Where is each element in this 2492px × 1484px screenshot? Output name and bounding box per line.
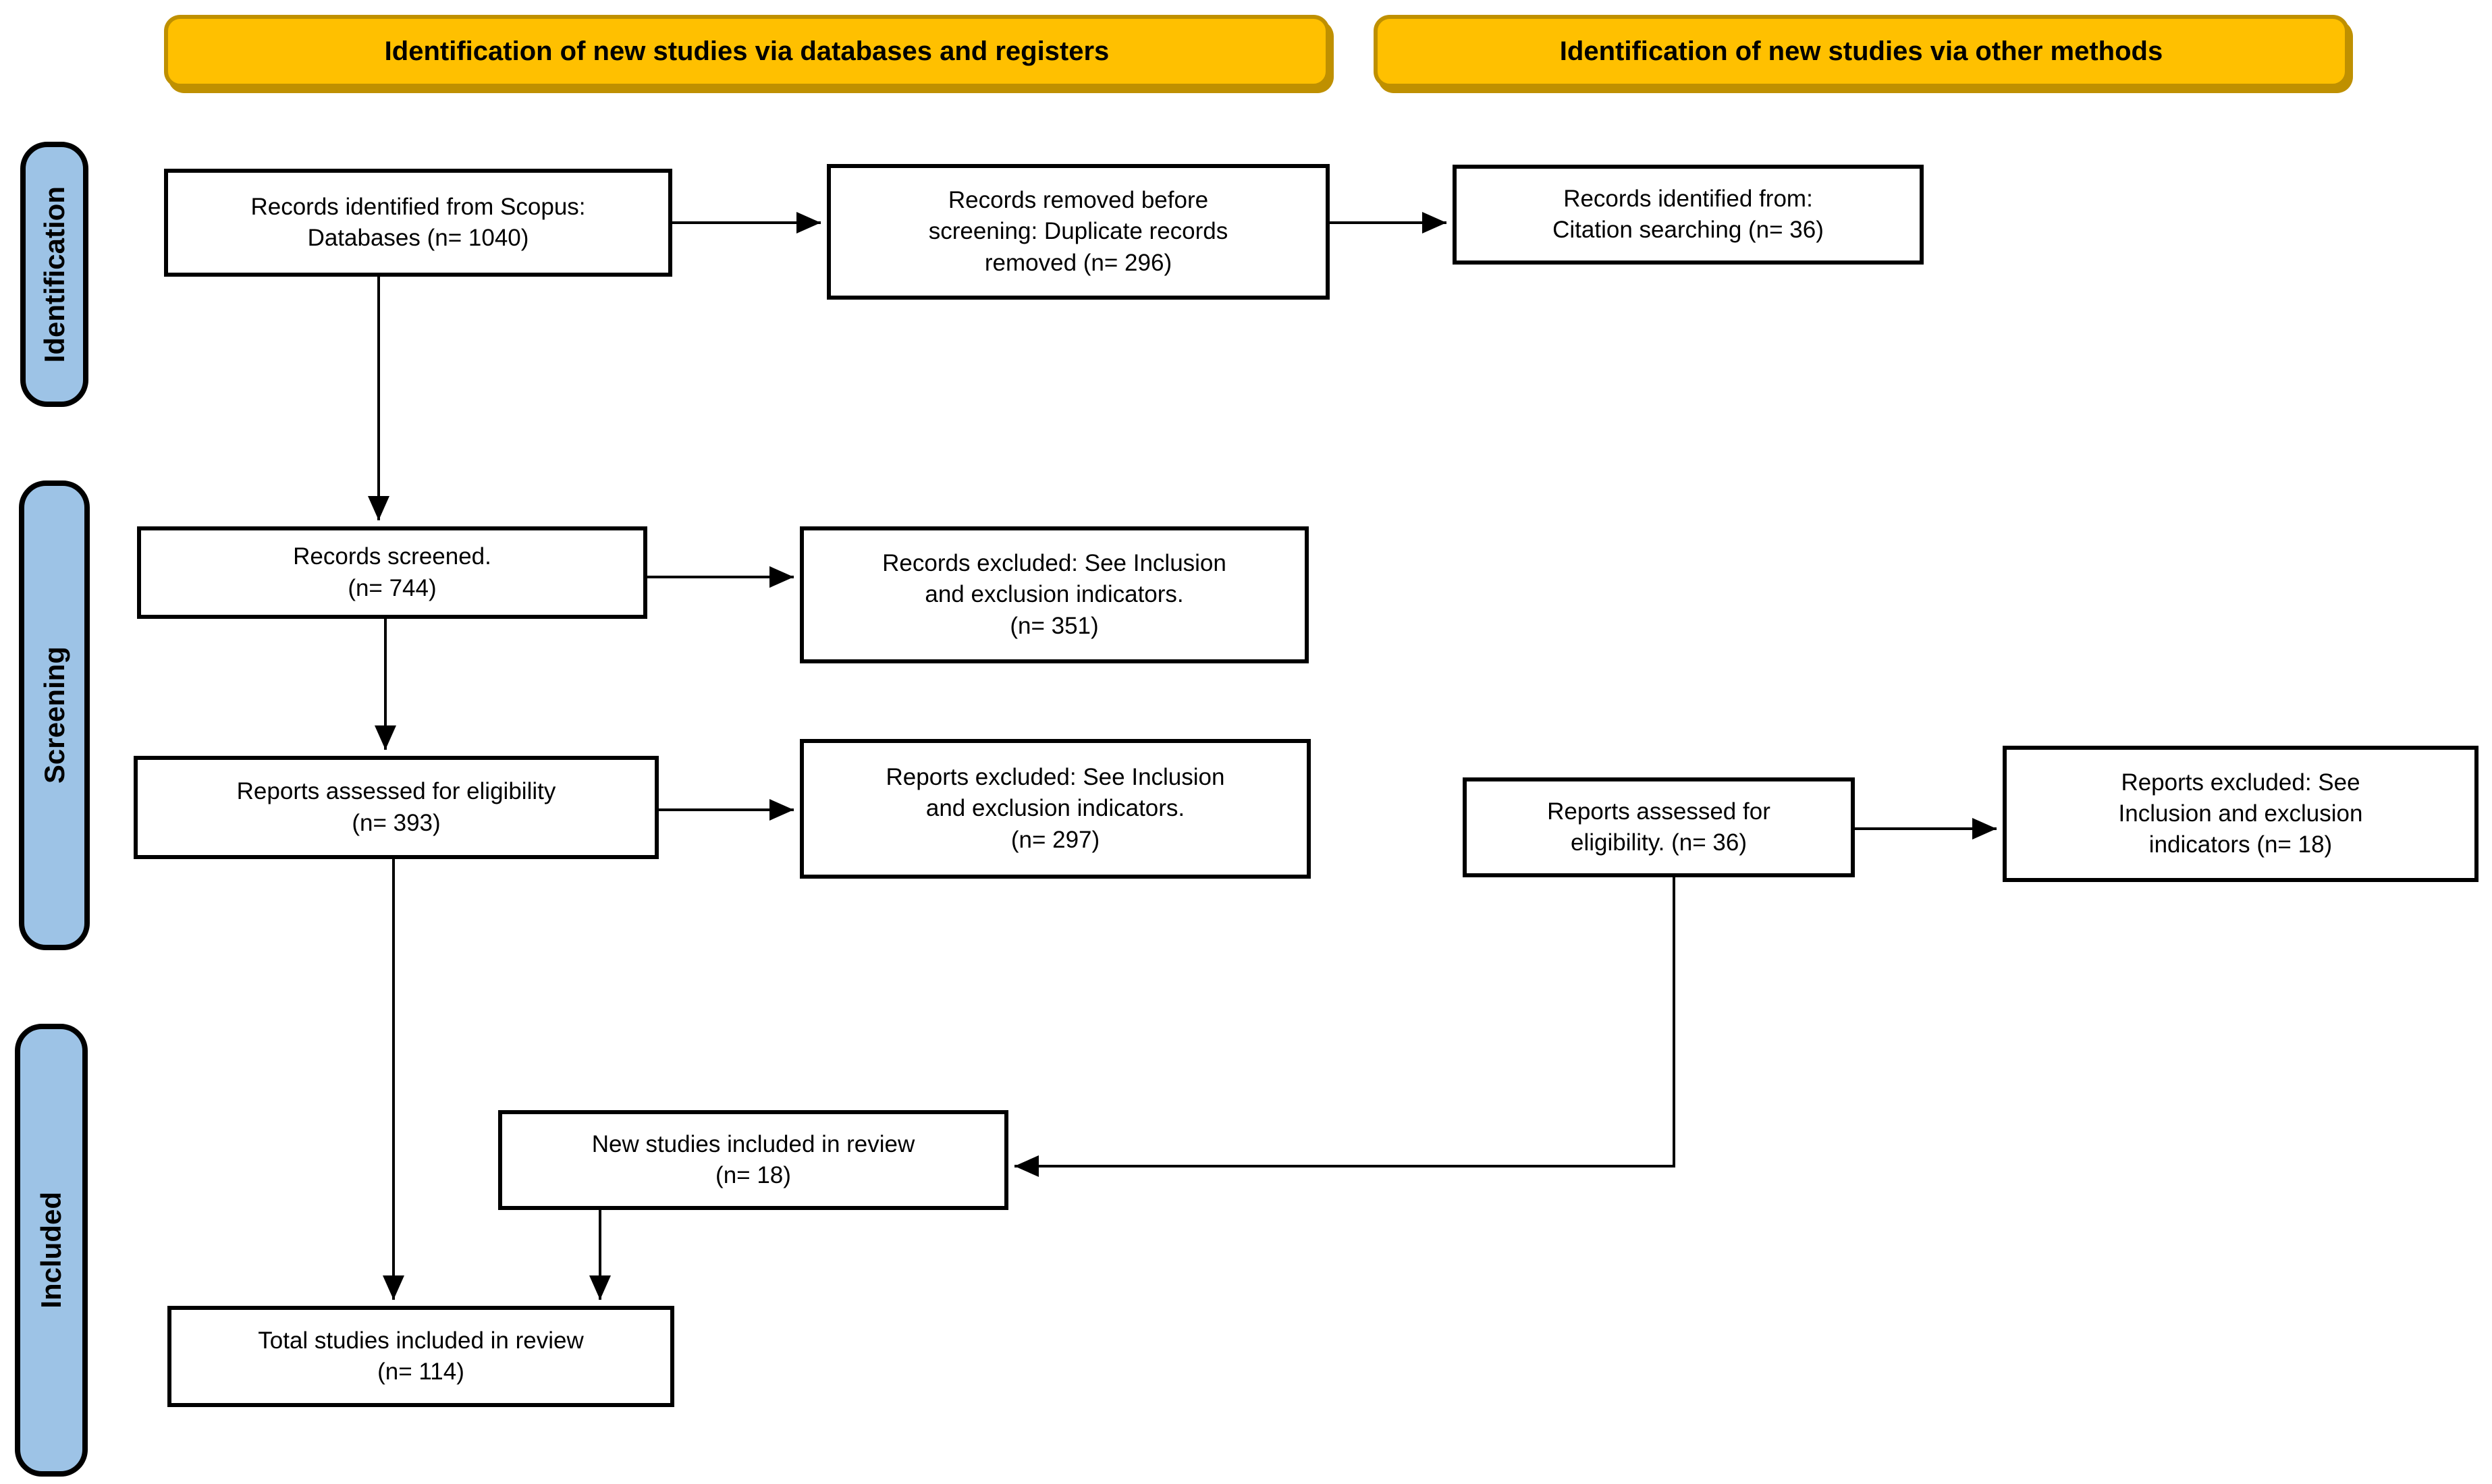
box-records-citation-searching-label: Records identified from: Citation search…	[1552, 185, 1824, 243]
header-other-methods: Identification of new studies via other …	[1374, 15, 2349, 88]
box-reports-assessed-eligibility-label: Reports assessed for eligibility (n= 393…	[236, 778, 556, 836]
box-records-identified-label: Records identified from Scopus: Database…	[250, 193, 586, 251]
box-total-studies-included-label: Total studies included in review (n= 114…	[258, 1327, 584, 1385]
box-total-studies-included: Total studies included in review (n= 114…	[167, 1306, 674, 1407]
box-new-studies-included: New studies included in review (n= 18)	[498, 1110, 1008, 1210]
stage-screening: Screening	[19, 480, 90, 950]
box-reports-excluded: Reports excluded: See Inclusion and excl…	[800, 739, 1311, 879]
header-databases-registers-label: Identification of new studies via databa…	[384, 36, 1110, 66]
box-records-excluded-label: Records excluded: See Inclusion and excl…	[882, 550, 1226, 639]
box-records-citation-searching: Records identified from: Citation search…	[1453, 165, 1924, 265]
box-reports-assessed-eligibility: Reports assessed for eligibility (n= 393…	[134, 756, 659, 859]
box-reports-excluded-other-label: Reports excluded: See Inclusion and excl…	[2118, 769, 2363, 858]
box-new-studies-included-label: New studies included in review (n= 18)	[591, 1130, 915, 1188]
box-reports-excluded-label: Reports excluded: See Inclusion and excl…	[886, 764, 1225, 853]
connector-assessed-other-to-new-studies	[1014, 877, 1675, 1177]
box-records-screened-label: Records screened. (n= 744)	[293, 543, 491, 601]
stage-identification-label: Identification	[38, 186, 70, 363]
box-records-removed-label: Records removed before screening: Duplic…	[928, 187, 1228, 276]
stage-identification: Identification	[20, 142, 88, 407]
header-databases-registers: Identification of new studies via databa…	[164, 15, 1330, 88]
stage-included: Included	[15, 1024, 88, 1477]
box-records-excluded: Records excluded: See Inclusion and excl…	[800, 526, 1309, 663]
box-records-screened: Records screened. (n= 744)	[137, 526, 647, 619]
box-records-identified: Records identified from Scopus: Database…	[164, 169, 672, 277]
stage-included-label: Included	[35, 1192, 67, 1309]
box-reports-assessed-other-label: Reports assessed for eligibility. (n= 36…	[1547, 798, 1770, 856]
box-reports-assessed-other: Reports assessed for eligibility. (n= 36…	[1463, 777, 1855, 877]
box-records-removed: Records removed before screening: Duplic…	[827, 164, 1330, 300]
box-reports-excluded-other: Reports excluded: See Inclusion and excl…	[2003, 746, 2479, 882]
stage-screening-label: Screening	[38, 647, 70, 784]
header-other-methods-label: Identification of new studies via other …	[1559, 36, 2163, 66]
